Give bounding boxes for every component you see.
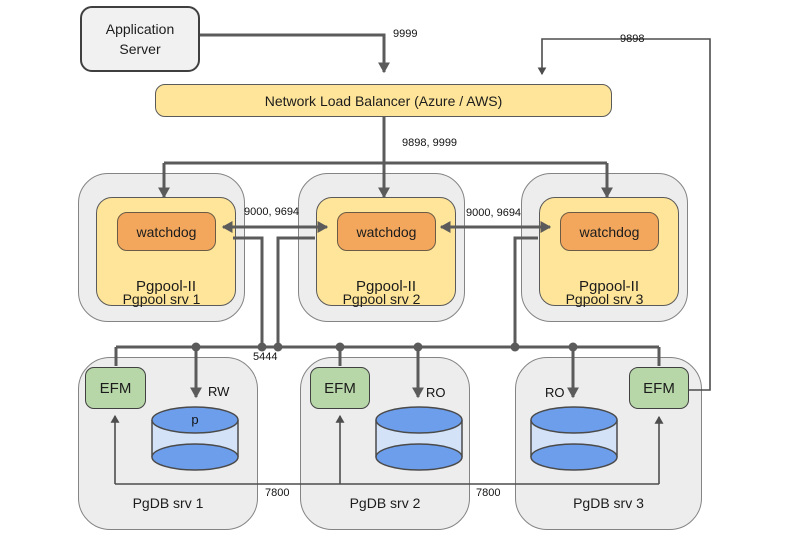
port-label-efm-bus-left: 7800 xyxy=(265,487,290,499)
bus-junction-dot xyxy=(510,342,520,352)
watchdog-label-2: watchdog xyxy=(356,223,417,240)
port-label-efm-to-nlb: 9898 xyxy=(620,33,645,45)
pgdb-srv-3-label: PgDB srv 3 xyxy=(573,495,644,511)
efm-label-1: EFM xyxy=(99,379,132,397)
watchdog-label-3: watchdog xyxy=(579,223,640,240)
access-mode-label-1: RW xyxy=(208,384,230,399)
efm-label-3: EFM xyxy=(643,379,675,397)
database-cylinder-2 xyxy=(375,406,463,471)
port-label-efm-bus-right: 7800 xyxy=(476,487,501,499)
bus-junction-dot xyxy=(568,342,578,352)
efm-node-3: EFM xyxy=(629,367,689,409)
pgpool2-box-1: watchdog Pgpool-II xyxy=(96,197,236,306)
pgpool-srv-2-label: Pgpool srv 2 xyxy=(342,291,421,307)
database-cylinder-3 xyxy=(530,406,618,471)
pgpool-srv-3-label: Pgpool srv 3 xyxy=(565,291,644,307)
watchdog-node-3: watchdog xyxy=(560,212,659,251)
efm-label-2: EFM xyxy=(324,379,356,397)
pgpool-srv-1-group: watchdog Pgpool-II Pgpool srv 1 xyxy=(78,173,245,322)
primary-db-label: p xyxy=(191,412,199,427)
efm-node-2: EFM xyxy=(310,367,370,409)
pgpool-srv-2-group: watchdog Pgpool-II Pgpool srv 2 xyxy=(298,173,465,322)
pgpool-srv-1-label: Pgpool srv 1 xyxy=(122,291,201,307)
watchdog-label-1: watchdog xyxy=(136,223,197,240)
access-mode-label-3: RO xyxy=(545,385,565,400)
watchdog-node-1: watchdog xyxy=(117,212,216,251)
bus-junction-dot xyxy=(335,342,345,352)
nlb-label: Network Load Balancer (Azure / AWS) xyxy=(264,92,503,109)
bus-junction-dot xyxy=(413,342,423,352)
efm-node-1: EFM xyxy=(85,367,146,409)
pgpool-srv-3-group: watchdog Pgpool-II Pgpool srv 3 xyxy=(521,173,688,322)
pgpool2-box-2: watchdog Pgpool-II xyxy=(316,197,456,306)
edge-app-to-nlb xyxy=(200,33,390,74)
pgdb-srv-1-label: PgDB srv 1 xyxy=(132,495,204,511)
port-label-db-bus: 5444 xyxy=(253,351,278,363)
app-server-label-line1: Application xyxy=(105,21,175,37)
port-label-nlb-to-pgpool: 9898, 9999 xyxy=(402,137,458,149)
app-server-label-line2: Server xyxy=(119,41,161,57)
pgpool2-box-3: watchdog Pgpool-II xyxy=(539,197,679,306)
database-cylinder-1 xyxy=(151,406,239,471)
port-label-watchdog-1-2: 9000, 9694 xyxy=(244,206,300,218)
pgpool2-label-2: Pgpool-II xyxy=(355,278,417,295)
nlb-node: Network Load Balancer (Azure / AWS) xyxy=(155,84,612,117)
bus-junction-dot xyxy=(191,342,201,352)
app-server-node: Application Server xyxy=(80,6,200,72)
access-mode-label-2: RO xyxy=(426,385,446,400)
port-label-watchdog-2-3: 9000, 9694 xyxy=(466,207,522,219)
pgpool2-label-1: Pgpool-II xyxy=(135,278,197,295)
pgdb-srv-2-label: PgDB srv 2 xyxy=(349,495,421,511)
port-label-app-to-nlb: 9999 xyxy=(393,28,418,40)
watchdog-node-2: watchdog xyxy=(337,212,436,251)
